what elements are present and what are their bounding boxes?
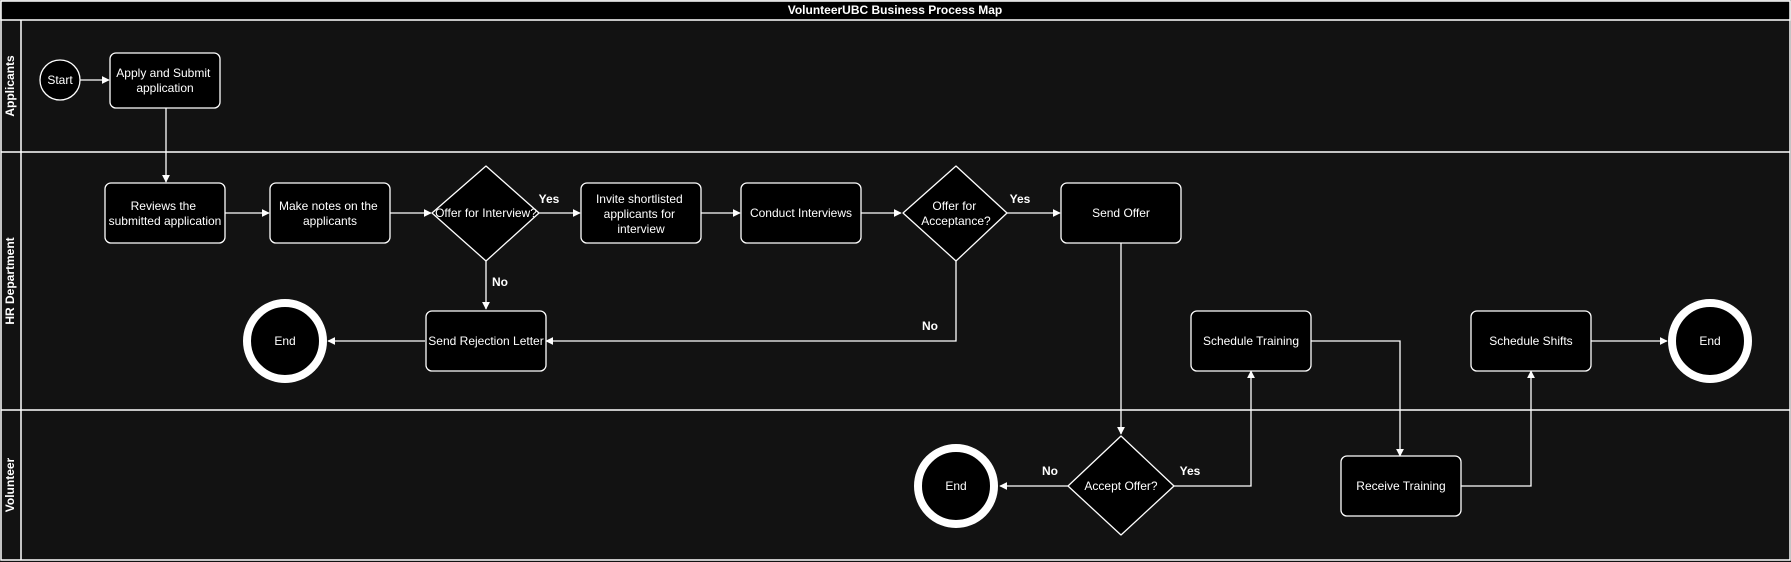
offer-acceptance-label-line-1: Offer for bbox=[932, 199, 976, 213]
end-node-declined[interactable]: End bbox=[914, 444, 998, 528]
end-rejected-label: End bbox=[274, 334, 295, 348]
conduct-label: Conduct Interviews bbox=[750, 206, 852, 220]
start-node[interactable]: Start bbox=[39, 59, 81, 101]
edge-training-receive bbox=[1311, 340, 1404, 457]
lane-label-volunteer: Volunteer bbox=[3, 457, 17, 512]
title-bar bbox=[0, 0, 1791, 21]
label-interview-no: No bbox=[492, 275, 508, 289]
invite-label-line-1: Invite shortlisted bbox=[596, 192, 683, 206]
svg-text:Offer for Acceptance?: Offer for Acceptance? bbox=[921, 199, 991, 228]
invite-label-line-3: interview bbox=[617, 222, 665, 236]
svg-text:Invite shortlisted appli: Invite shortlisted applicants for interv… bbox=[596, 192, 686, 236]
reviews-label-line-2: submitted application bbox=[109, 214, 222, 228]
label-interview-yes: Yes bbox=[539, 192, 560, 206]
svg-text:Apply and Submit applica: Apply and Submit application bbox=[116, 66, 213, 95]
accept-offer-label: Accept Offer? bbox=[1084, 479, 1157, 493]
offer-interview-label: Offer for Interview? bbox=[435, 206, 537, 220]
label-accept-no: No bbox=[1042, 464, 1058, 478]
send-offer-label: Send Offer bbox=[1092, 206, 1150, 220]
diagram-title: VolunteerUBC Business Process Map bbox=[788, 3, 1003, 17]
schedule-shifts-task[interactable]: Schedule Shifts bbox=[1470, 310, 1592, 372]
invite-label-line-2: applicants for bbox=[604, 207, 675, 221]
end-declined-label: End bbox=[945, 479, 966, 493]
schedule-shifts-label: Schedule Shifts bbox=[1489, 334, 1572, 348]
notes-label-line-2: applicants bbox=[303, 214, 357, 228]
label-acceptance-yes: Yes bbox=[1010, 192, 1031, 206]
invite-shortlisted-task[interactable]: Invite shortlisted applicants for interv… bbox=[580, 182, 702, 244]
apply-label-line-2: application bbox=[136, 81, 193, 95]
conduct-interviews-task[interactable]: Conduct Interviews bbox=[740, 182, 862, 244]
schedule-training-label: Schedule Training bbox=[1203, 334, 1299, 348]
end-node-complete[interactable]: End bbox=[1668, 299, 1752, 383]
send-rejection-task[interactable]: Send Rejection Letter bbox=[425, 310, 547, 372]
end-node-rejected[interactable]: End bbox=[243, 299, 327, 383]
edge-receive-shifts bbox=[1461, 370, 1535, 487]
svg-text:Reviews the submitted ap: Reviews the submitted application bbox=[109, 199, 222, 228]
offer-acceptance-decision[interactable]: Offer for Acceptance? bbox=[902, 165, 1008, 262]
offer-interview-decision[interactable]: Offer for Interview? bbox=[431, 165, 540, 262]
schedule-training-task[interactable]: Schedule Training bbox=[1190, 310, 1312, 372]
make-notes-task[interactable]: Make notes on the applicants bbox=[269, 182, 391, 244]
svg-text:Make notes on the applic: Make notes on the applicants bbox=[279, 199, 381, 228]
send-offer-task[interactable]: Send Offer bbox=[1060, 182, 1182, 244]
receive-training-label: Receive Training bbox=[1356, 479, 1445, 493]
notes-label-line-1: Make notes on the bbox=[279, 199, 378, 213]
edge-acceptance-no bbox=[545, 261, 957, 345]
lane-label-hr-department: HR Department bbox=[3, 237, 17, 324]
edge-accept-yes bbox=[1174, 370, 1255, 487]
start-label: Start bbox=[47, 73, 73, 87]
label-acceptance-no: No bbox=[922, 319, 938, 333]
lane-label-applicants: Applicants bbox=[3, 55, 17, 117]
apply-submit-task[interactable]: Apply and Submit application bbox=[109, 52, 221, 109]
end-complete-label: End bbox=[1699, 334, 1720, 348]
accept-offer-decision[interactable]: Accept Offer? bbox=[1067, 435, 1175, 536]
label-accept-yes: Yes bbox=[1180, 464, 1201, 478]
apply-label-line-1: Apply and Submit bbox=[116, 66, 211, 80]
rejection-label: Send Rejection Letter bbox=[428, 334, 543, 348]
offer-acceptance-label-line-2: Acceptance? bbox=[921, 214, 991, 228]
reviews-label-line-1: Reviews the bbox=[131, 199, 197, 213]
review-application-task[interactable]: Reviews the submitted application bbox=[104, 182, 226, 244]
receive-training-task[interactable]: Receive Training bbox=[1340, 455, 1462, 517]
